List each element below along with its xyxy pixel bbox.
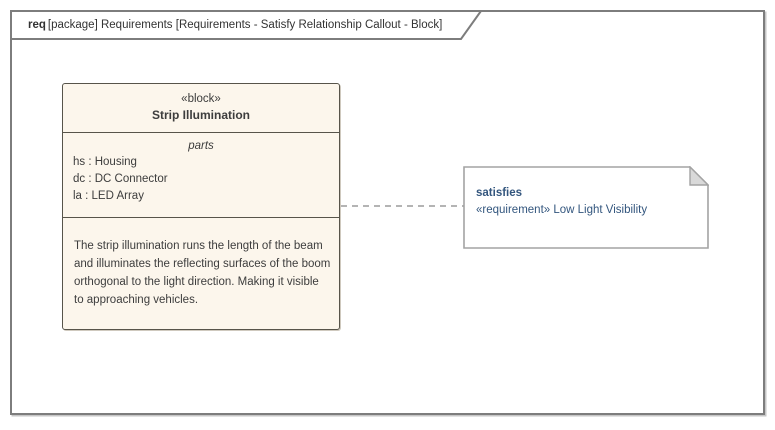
satisfy-connector[interactable]	[341, 200, 464, 212]
parts-compartment-label: parts	[188, 140, 214, 152]
relationship-label: satisfies	[476, 187, 523, 199]
requirement-reference: «requirement» Low Light Visibility	[476, 203, 648, 216]
frame-keyword: req	[28, 19, 46, 31]
block-description: The strip illumination runs the length o…	[74, 240, 331, 306]
note-fold-corner	[689, 166, 709, 186]
part-la: la : LED Array	[73, 190, 144, 202]
part-hs: hs : Housing	[73, 156, 137, 168]
note-body-shape	[463, 166, 709, 249]
frame-tab	[10, 10, 483, 40]
frame-tab-label: req[package] Requirements [Requirements …	[28, 13, 478, 37]
block-stereotype: «block»	[181, 93, 221, 105]
note-text: satisfies «requirement» Low Light Visibi…	[476, 185, 696, 218]
block-name-compartment: «block» Strip Illumination	[63, 84, 339, 132]
block-description-compartment: The strip illumination runs the length o…	[63, 217, 339, 327]
frame-tab-shape	[10, 10, 483, 40]
frame-title: [package] Requirements [Requirements - S…	[47, 19, 443, 31]
part-dc: dc : DC Connector	[73, 173, 168, 185]
block-name: Strip Illumination	[152, 108, 250, 122]
block-parts-compartment: parts hs : Housing dc : DC Connector la …	[63, 132, 339, 217]
block-strip-illumination[interactable]: «block» Strip Illumination parts hs : Ho…	[62, 83, 340, 330]
satisfies-callout-note[interactable]: satisfies «requirement» Low Light Visibi…	[463, 166, 709, 249]
note-shape	[463, 166, 709, 249]
